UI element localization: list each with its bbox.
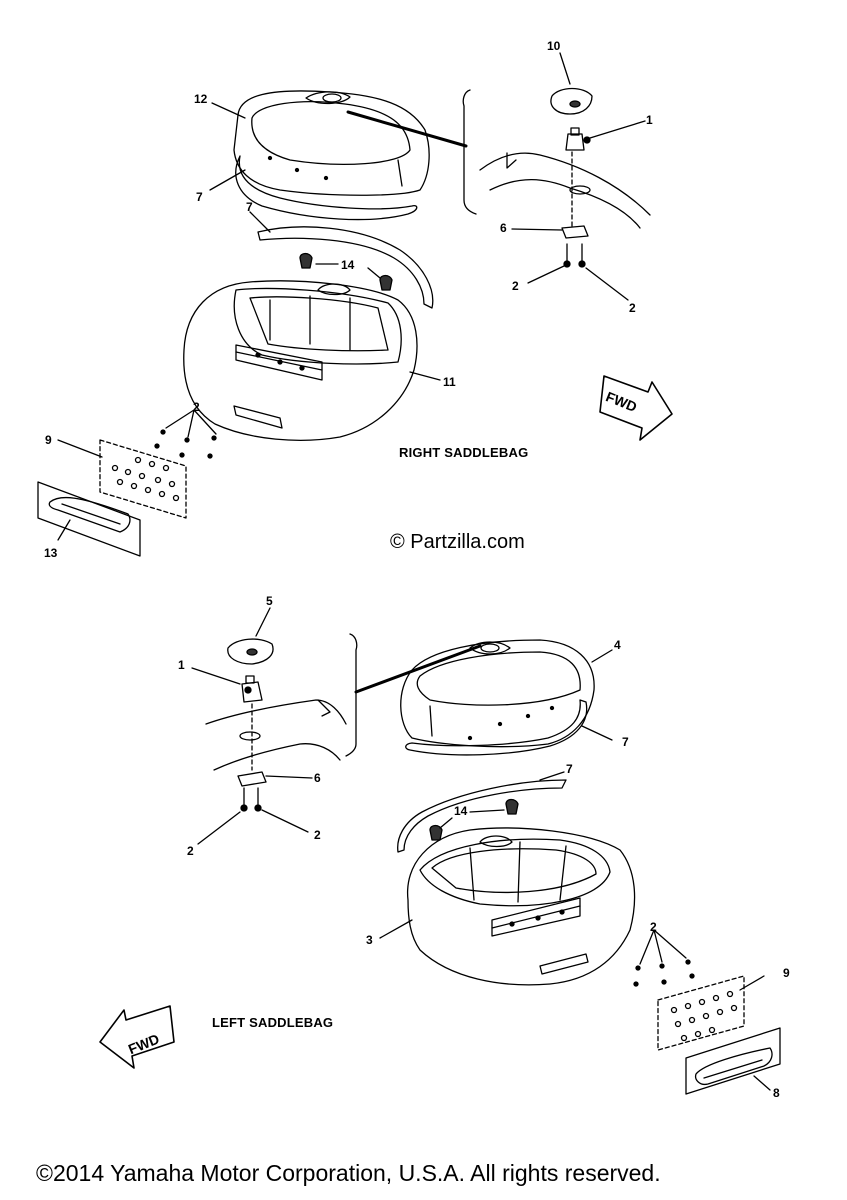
- callout-right-7b: 7: [246, 200, 253, 214]
- right-saddlebag-title: RIGHT SADDLEBAG: [399, 445, 529, 460]
- left-grommets-part-14: [429, 798, 519, 841]
- callout-right-9: 9: [45, 433, 52, 447]
- callout-right-2a: 2: [512, 279, 519, 293]
- right-leader-lines: [57, 52, 646, 541]
- left-body-part-3: [406, 827, 636, 986]
- left-saddlebag-title: LEFT SADDLEBAG: [212, 1015, 334, 1030]
- callout-left-4: 4: [614, 638, 621, 652]
- watermark: © Partzilla.com: [390, 531, 525, 553]
- right-fwd-text: FWD: [604, 388, 640, 415]
- right-lid-seal-part-7: [235, 155, 418, 221]
- callout-right-10: 10: [547, 39, 561, 53]
- callout-left-7a: 7: [622, 735, 629, 749]
- callout-left-5: 5: [266, 594, 273, 608]
- left-plate-part-6: [237, 771, 267, 787]
- left-small-screws-part-2: [633, 929, 695, 987]
- left-body-seal-part-7: [397, 779, 567, 853]
- right-lock-part-1: [565, 127, 591, 151]
- callout-right-7a: 7: [196, 190, 203, 204]
- left-fwd-text: FWD: [126, 1031, 162, 1058]
- right-lid-part-12: [233, 90, 430, 196]
- left-lid-seal-part-7: [405, 699, 588, 756]
- left-fwd-arrow: [99, 1005, 175, 1069]
- callout-right-12: 12: [194, 92, 208, 106]
- callout-right-13: 13: [44, 546, 58, 560]
- left-screws-part-2: [240, 787, 262, 812]
- right-emblem-part-13: [37, 481, 141, 557]
- right-clips-part-9: [99, 439, 187, 519]
- callout-left-2b: 2: [314, 828, 321, 842]
- left-clips-part-9: [657, 975, 745, 1051]
- callout-left-9: 9: [783, 966, 790, 980]
- callout-left-1: 1: [178, 658, 185, 672]
- callout-right-14: 14: [341, 258, 355, 272]
- callout-left-8: 8: [773, 1086, 780, 1100]
- right-fwd-arrow: [599, 375, 673, 441]
- callout-left-7b: 7: [566, 762, 573, 776]
- left-cover-part-5: [227, 638, 274, 665]
- copyright-footer: ©2014 Yamaha Motor Corporation, U.S.A. A…: [36, 1160, 661, 1186]
- right-plate-part-6: [561, 225, 589, 239]
- callout-left-2a: 2: [187, 844, 194, 858]
- right-mount-bracket: [346, 89, 651, 229]
- right-grommets-part-14: [299, 252, 393, 291]
- callout-left-3: 3: [366, 933, 373, 947]
- callout-right-6: 6: [500, 221, 507, 235]
- callout-left-2c: 2: [650, 920, 657, 934]
- callout-right-2c: 2: [193, 400, 200, 414]
- right-cover-part-10: [550, 87, 593, 115]
- right-screws-part-2: [563, 243, 586, 268]
- callout-right-1: 1: [646, 113, 653, 127]
- callout-right-11: 11: [443, 375, 456, 389]
- left-leader-lines: [191, 607, 771, 1091]
- left-lock-part-1: [241, 675, 263, 703]
- left-lid-part-4: [400, 639, 595, 748]
- left-mount-bracket: [205, 633, 482, 771]
- callout-left-14: 14: [454, 804, 468, 818]
- right-body-part-11: [183, 280, 418, 441]
- callout-left-6: 6: [314, 771, 321, 785]
- callout-right-2b: 2: [629, 301, 636, 315]
- right-small-screws-part-2: [154, 409, 217, 459]
- right-body-seal-part-7: [257, 226, 434, 309]
- left-emblem-part-8: [685, 1027, 781, 1095]
